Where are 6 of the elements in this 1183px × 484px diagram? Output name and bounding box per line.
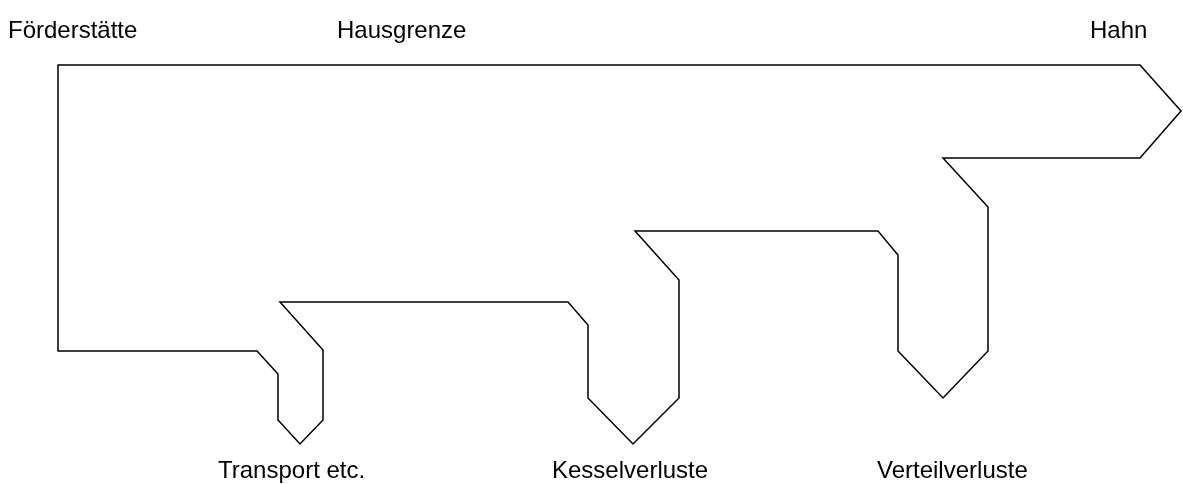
flow-label: Hahn	[1090, 16, 1148, 44]
flow-label: Transport etc.	[218, 456, 366, 484]
flow-label: Förderstätte	[8, 16, 138, 44]
flow-label: Kesselverluste	[552, 456, 709, 484]
flow-label: Verteilverluste	[877, 456, 1028, 484]
flow-label: Hausgrenze	[337, 16, 467, 44]
